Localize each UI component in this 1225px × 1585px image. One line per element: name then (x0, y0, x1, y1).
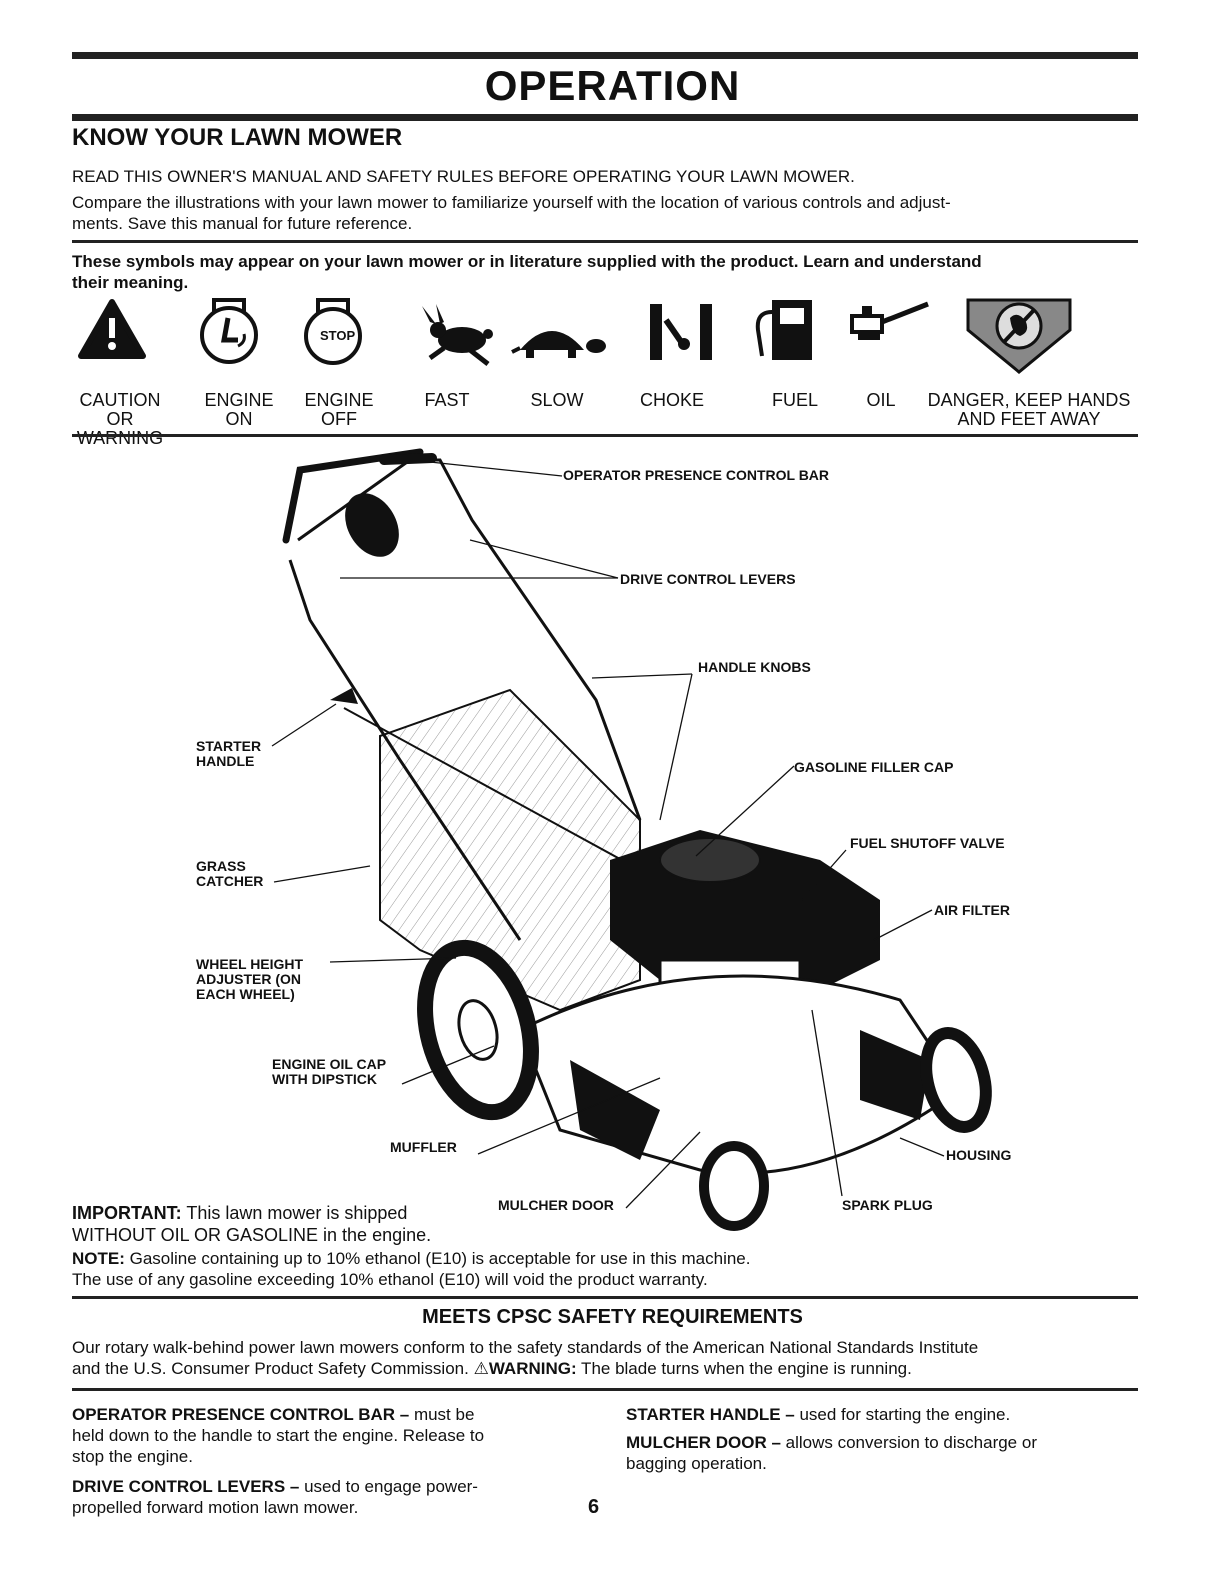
cpsc-line-1: Our rotary walk-behind power lawn mowers… (72, 1338, 979, 1357)
callout-air-filter: AIR FILTER (934, 902, 1010, 918)
compare-line-1: Compare the illustrations with your lawn… (72, 193, 951, 212)
cpsc-rule-bottom (72, 1388, 1138, 1391)
turtle-slow-icon (511, 331, 606, 358)
symbol-label-choke: CHOKE (639, 390, 704, 410)
callout-handle-knobs: HANDLE KNOBS (698, 659, 811, 675)
cpsc-heading: MEETS CPSC SAFETY REQUIREMENTS (422, 1306, 803, 1328)
cpsc-rule-top (72, 1296, 1138, 1299)
symbol-label-keep-hands-away: DANGER, KEEP HANDS AND FEET AWAY (927, 390, 1131, 429)
compare-line-2: ments. Save this manual for future refer… (72, 214, 413, 233)
callout-gasoline-filler-cap: GASOLINE FILLER CAP (794, 759, 954, 775)
callout-muffler: MUFFLER (390, 1139, 457, 1155)
symbol-label-fast: FAST (424, 390, 470, 410)
callout-housing: HOUSING (946, 1147, 1012, 1163)
callout-operator-presence-bar: OPERATOR PRESENCE CONTROL BAR (563, 467, 830, 483)
read-notice: READ THIS OWNER'S MANUAL AND SAFETY RULE… (72, 167, 855, 186)
rabbit-fast-icon (422, 304, 493, 366)
callout-starter-handle: STARTER HANDLE (196, 738, 262, 769)
symbol-label-oil: OIL (866, 390, 896, 410)
callout-grass-catcher: GRASS CATCHER (196, 858, 264, 889)
callout-engine-oil-cap: ENGINE OIL CAP WITH DIPSTICK (272, 1056, 387, 1087)
symbol-icons (78, 298, 1072, 374)
desc-mulcher-door: MULCHER DOOR – allows conversion to disc… (626, 1433, 1037, 1473)
warning-icon: ⚠ (473, 1359, 489, 1378)
title-rule (72, 114, 1138, 121)
choke-icon (650, 304, 712, 360)
desc-drive-control-levers: DRIVE CONTROL LEVERS – used to engage po… (72, 1477, 478, 1517)
engine-on-icon (200, 298, 258, 364)
symbols-rule-top (72, 240, 1138, 243)
lawn-mower-illustration (271, 448, 992, 1231)
callout-wheel-height-adjuster: WHEEL HEIGHT ADJUSTER (ON EACH WHEEL) (196, 956, 304, 1002)
important-note-line-2: WITHOUT OIL OR GASOLINE in the engine. (72, 1225, 432, 1245)
keep-hands-away-icon (966, 298, 1072, 374)
callout-spark-plug: SPARK PLUG (842, 1197, 933, 1213)
desc-starter-handle: STARTER HANDLE – used for starting the e… (626, 1405, 1011, 1424)
page-title: OPERATION (484, 62, 741, 109)
page-number: 6 (588, 1496, 600, 1518)
ethanol-note-line-1: NOTE: Gasoline containing up to 10% etha… (72, 1249, 751, 1268)
symbols-intro-line-2: their meaning. (72, 273, 189, 292)
symbol-label-slow: SLOW (530, 390, 584, 410)
ethanol-note-line-2: The use of any gasoline exceeding 10% et… (72, 1270, 708, 1289)
callout-drive-control-levers: DRIVE CONTROL LEVERS (620, 571, 796, 587)
symbol-label-engine-on: ENGINE ON (204, 390, 274, 429)
section-heading: KNOW YOUR LAWN MOWER (72, 124, 403, 151)
symbol-label-caution: CAUTION OR WARNING (76, 390, 164, 448)
oil-can-icon (850, 301, 929, 340)
caution-warning-icon (78, 299, 146, 359)
engine-off-stop-text: STOP (320, 328, 356, 343)
desc-operator-presence-bar: OPERATOR PRESENCE CONTROL BAR – must be … (72, 1405, 485, 1466)
symbol-label-fuel: FUEL (771, 390, 818, 410)
symbols-rule-bottom (72, 434, 1138, 437)
important-note-line-1: IMPORTANT: This lawn mower is shipped (72, 1203, 408, 1223)
top-rule (72, 52, 1138, 59)
engine-off-icon (304, 298, 362, 365)
cpsc-line-2: and the U.S. Consumer Product Safety Com… (72, 1359, 912, 1378)
callout-mulcher-door: MULCHER DOOR (498, 1197, 614, 1213)
fuel-pump-icon (755, 300, 812, 360)
symbol-label-engine-off: ENGINE OFF (304, 390, 374, 429)
callout-fuel-shutoff-valve: FUEL SHUTOFF VALVE (850, 835, 1005, 851)
symbols-intro-line-1: These symbols may appear on your lawn mo… (72, 252, 982, 271)
